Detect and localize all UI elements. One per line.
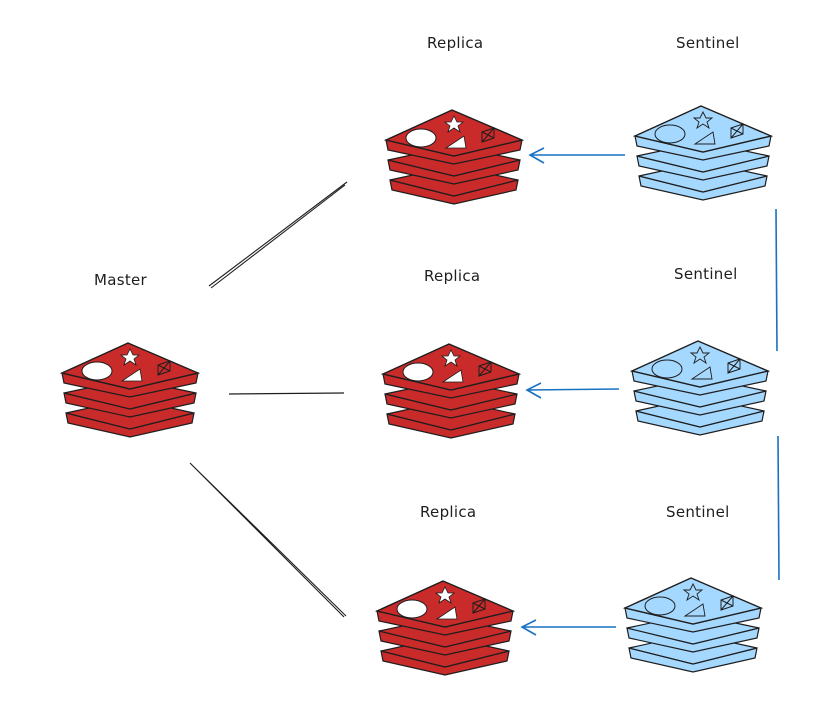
replica-1-icon <box>385 109 523 205</box>
sentinel-interconnect <box>775 208 780 581</box>
sentinel-label-2: Sentinel <box>674 265 738 283</box>
sentinel-3-icon <box>624 577 762 673</box>
replica-label-1: Replica <box>427 34 483 52</box>
master-to-replica-1-line <box>208 181 348 289</box>
master-label: Master <box>94 271 148 289</box>
sentinel-1-2-link <box>775 208 778 352</box>
sentinel-label-1: Sentinel <box>676 34 740 52</box>
master-to-replica-2-line <box>228 392 345 395</box>
master-to-replica-3-line <box>189 462 347 618</box>
sentinel-label-3: Sentinel <box>666 503 730 521</box>
sentinel-replica-arrows <box>520 147 625 636</box>
replica-label-2: Replica <box>424 267 480 285</box>
master-icon <box>61 342 199 438</box>
master-replica-links <box>189 181 348 618</box>
sentinel-to-replica-1-arrow <box>528 147 625 164</box>
sentinel-2-icon <box>631 340 769 436</box>
replica-3-icon <box>376 580 514 676</box>
replica-2-icon <box>382 343 520 439</box>
sentinel-1-icon <box>634 105 772 201</box>
sentinel-to-replica-3-arrow <box>520 619 616 636</box>
sentinel-to-replica-2-arrow <box>525 382 620 399</box>
sentinel-2-3-link <box>777 435 780 581</box>
replica-label-3: Replica <box>420 503 476 521</box>
